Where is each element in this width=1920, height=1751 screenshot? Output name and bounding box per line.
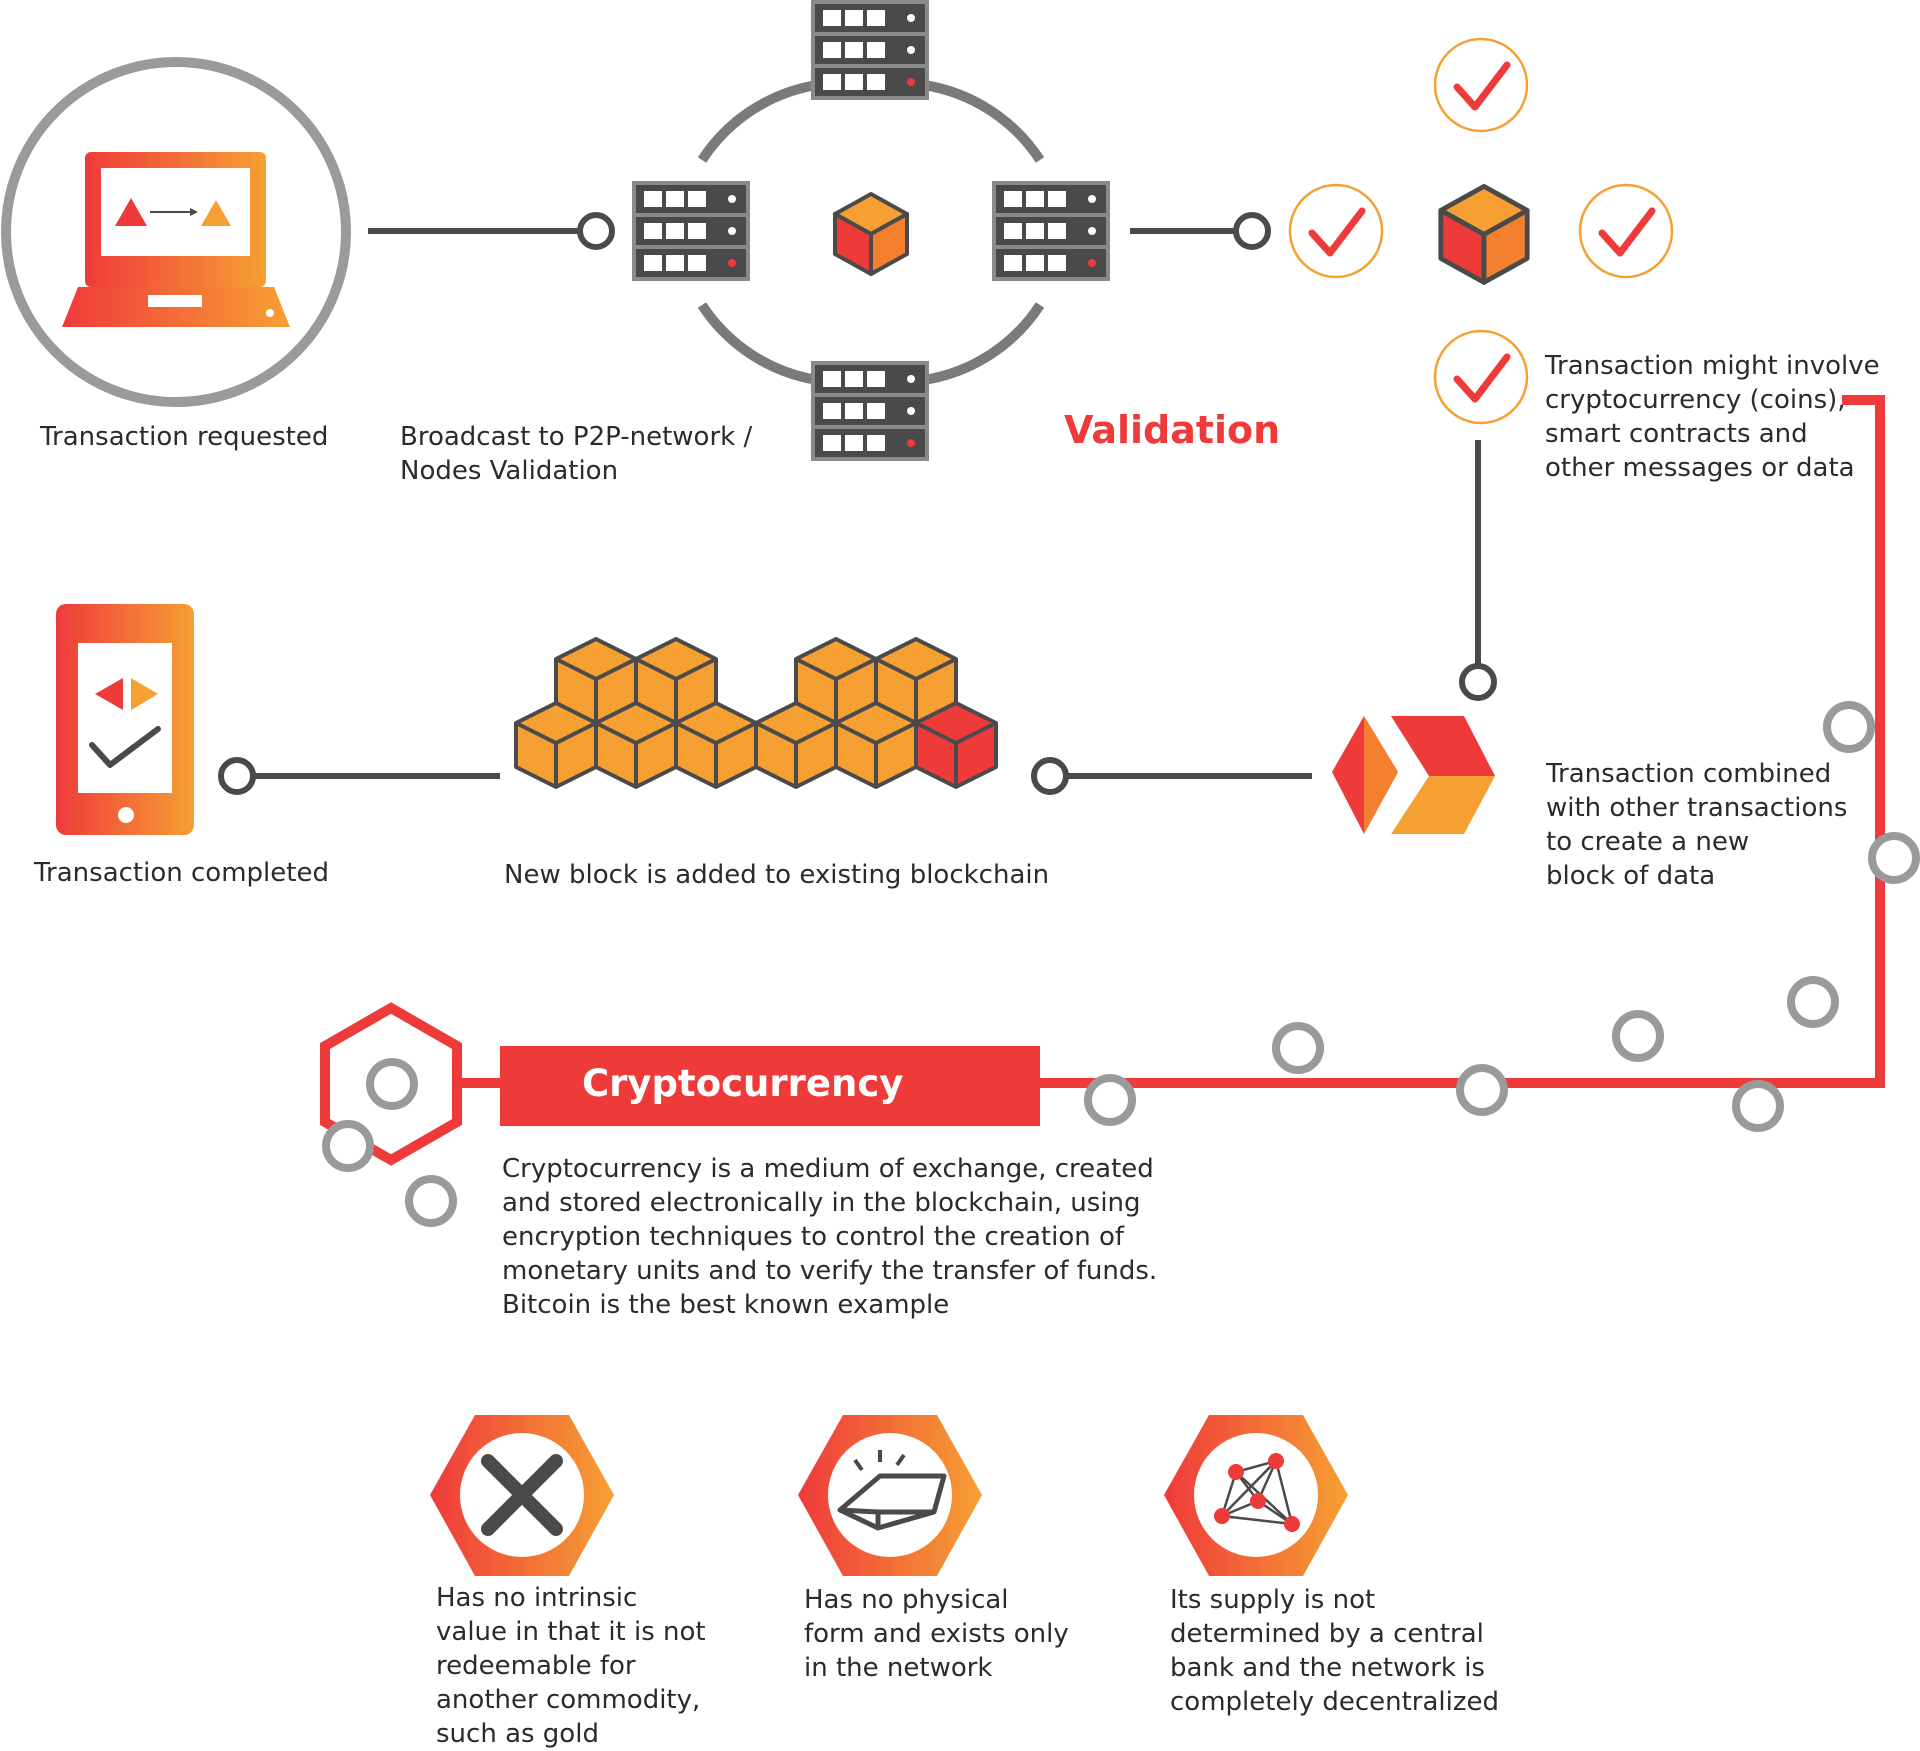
laptop-icon bbox=[1, 57, 351, 407]
label-broadcast-line-1: Broadcast to P2P-network / bbox=[400, 422, 753, 452]
feature-1-line-4: another commodity, bbox=[436, 1685, 701, 1715]
server-icon bbox=[632, 181, 750, 281]
label-transaction-completed: Transaction completed bbox=[34, 858, 329, 888]
label-involve-line-2: cryptocurrency (coins), bbox=[1545, 385, 1846, 415]
cryptocurrency-title: Cryptocurrency bbox=[582, 1062, 904, 1105]
feature-1-line-3: redeemable for bbox=[436, 1651, 636, 1681]
feature-3-line-2: determined by a central bbox=[1170, 1619, 1484, 1649]
feature-1-line-2: value in that it is not bbox=[436, 1617, 706, 1647]
server-icon bbox=[811, 0, 929, 100]
connector-node bbox=[577, 212, 615, 250]
feature-2-line-2: form and exists only bbox=[804, 1619, 1069, 1649]
crypto-description-line-5: Bitcoin is the best known example bbox=[502, 1290, 950, 1320]
label-combined-line-4: block of data bbox=[1546, 861, 1716, 891]
label-combined-line-1: Transaction combined bbox=[1546, 759, 1832, 789]
merge-chevron-icon bbox=[1332, 716, 1495, 834]
check-circle-icon bbox=[1435, 39, 1527, 131]
feature-1-line-1: Has no intrinsic bbox=[436, 1583, 638, 1613]
crypto-description-line-2: and stored electronically in the blockch… bbox=[502, 1188, 1141, 1218]
feature-3-line-4: completely decentralized bbox=[1170, 1687, 1499, 1717]
connector-node bbox=[1459, 663, 1497, 701]
label-involve-line-1: Transaction might involve bbox=[1545, 351, 1880, 381]
server-icon bbox=[992, 181, 1110, 281]
check-circle-icon bbox=[1580, 185, 1672, 277]
label-combined-line-3: to create a new bbox=[1546, 827, 1750, 857]
gold-bar-icon bbox=[798, 1415, 982, 1576]
crypto-description-line-3: encryption techniques to control the cre… bbox=[502, 1222, 1125, 1252]
crypto-description-line-4: monetary units and to verify the transfe… bbox=[502, 1256, 1158, 1286]
connector-node bbox=[1233, 212, 1271, 250]
cryptocurrency-bar bbox=[500, 1046, 1040, 1126]
feature-3-line-1: Its supply is not bbox=[1170, 1585, 1376, 1615]
feature-3-line-3: bank and the network is bbox=[1170, 1653, 1485, 1683]
label-involve-line-4: other messages or data bbox=[1545, 453, 1855, 483]
label-broadcast-line-2: Nodes Validation bbox=[400, 456, 619, 486]
connector-node bbox=[218, 757, 256, 795]
blockchain-cubes-icon bbox=[514, 637, 998, 789]
label-new-block: New block is added to existing blockchai… bbox=[504, 860, 1050, 890]
server-icon bbox=[811, 361, 929, 461]
smartphone-icon bbox=[56, 604, 194, 835]
label-transaction-requested: Transaction requested bbox=[40, 422, 329, 452]
check-circle-icon bbox=[1290, 185, 1382, 277]
label-involve-line-3: smart contracts and bbox=[1545, 419, 1808, 449]
crypto-description-line-1: Cryptocurrency is a medium of exchange, … bbox=[502, 1154, 1154, 1184]
check-circle-icon bbox=[1435, 331, 1527, 423]
label-validation: Validation bbox=[1064, 408, 1281, 452]
path-bubbles bbox=[322, 701, 1920, 1227]
feature-2-line-3: in the network bbox=[804, 1653, 993, 1683]
label-combined-line-2: with other transactions bbox=[1546, 793, 1848, 823]
cross-icon bbox=[430, 1415, 614, 1576]
feature-2-line-1: Has no physical bbox=[804, 1585, 1009, 1615]
feature-1-line-5: such as gold bbox=[436, 1719, 599, 1749]
connector-node bbox=[1031, 757, 1069, 795]
block-cube-icon bbox=[1438, 183, 1530, 285]
network-graph-icon bbox=[1164, 1415, 1348, 1576]
p2p-network-ring bbox=[697, 80, 1045, 385]
block-cube-icon bbox=[833, 192, 909, 276]
